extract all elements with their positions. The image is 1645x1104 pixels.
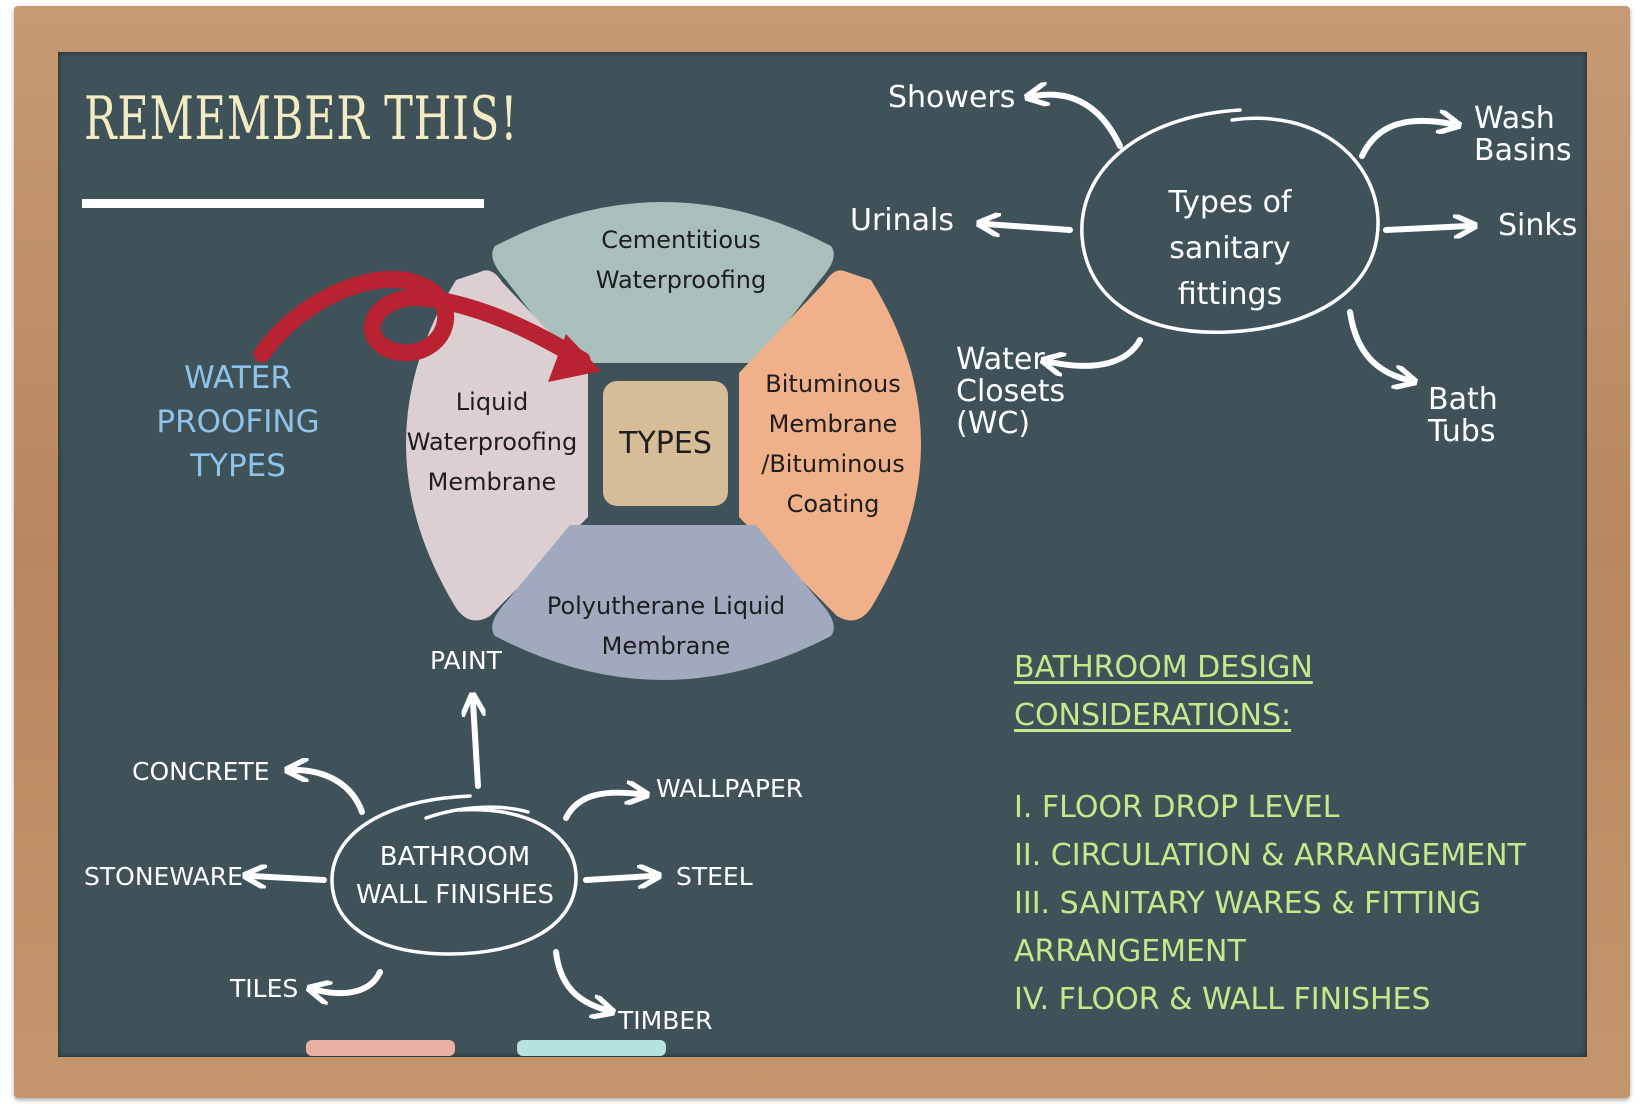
wash-basins-label: Wash Basins bbox=[1474, 101, 1572, 168]
urinals-label: Urinals bbox=[850, 203, 954, 238]
finishes-center-label: BATHROOM WALL FINISHES bbox=[355, 842, 555, 910]
title-underline bbox=[82, 199, 484, 208]
considerations-heading: BATHROOM DESIGN CONSIDERATIONS: bbox=[1014, 650, 1313, 733]
consideration-item: IV. FLOOR & WALL FINISHES bbox=[1014, 982, 1431, 1017]
consideration-item: ARRANGEMENT bbox=[1014, 934, 1246, 969]
stoneware-label: STONEWARE bbox=[84, 862, 243, 891]
chalk-teal bbox=[517, 1040, 666, 1056]
chalk-pink bbox=[306, 1040, 455, 1056]
arrow-wash-basins bbox=[1359, 121, 1452, 159]
arrow-showers bbox=[1034, 95, 1123, 149]
paint-label: PAINT bbox=[430, 646, 502, 675]
arrow-paint bbox=[473, 702, 478, 789]
timber-label: TIMBER bbox=[618, 1006, 713, 1035]
sanitary-oval bbox=[1080, 108, 1380, 334]
petal-polyutherane bbox=[492, 525, 834, 680]
types-center-label: TYPES bbox=[619, 426, 712, 461]
arrow-timber bbox=[553, 949, 606, 1010]
cementitious-label: Cementitious Waterproofing bbox=[595, 226, 767, 294]
red-arrowhead bbox=[548, 334, 601, 382]
consideration-item: II. CIRCULATION & ARRANGEMENT bbox=[1014, 838, 1526, 873]
tiles-label: TILES bbox=[230, 974, 299, 1003]
showers-label: Showers bbox=[888, 80, 1016, 115]
arrow-bath-tubs bbox=[1347, 309, 1408, 380]
petal-bituminous bbox=[739, 270, 921, 621]
arrow-wallpaper bbox=[563, 793, 640, 821]
arrow-steel bbox=[583, 876, 652, 880]
arrow-urinals bbox=[986, 224, 1073, 230]
liquid-membrane-label: Liquid Waterproofing Membrane bbox=[406, 388, 578, 496]
petal-cementitious bbox=[492, 202, 834, 363]
page-title: REMEMBER THIS! bbox=[84, 84, 519, 154]
water-closets-label: Water Closets (WC) bbox=[956, 342, 1066, 441]
sinks-label: Sinks bbox=[1498, 208, 1578, 243]
arrow-stoneware bbox=[252, 876, 327, 880]
finishes-oval-inner-stroke bbox=[424, 805, 530, 820]
steel-label: STEEL bbox=[676, 862, 753, 891]
bath-tubs-label: Bath Tubs bbox=[1428, 382, 1498, 449]
sanitary-center-label: Types of sanitary fittings bbox=[1168, 185, 1292, 312]
considerations-list: I. FLOOR DROP LEVEL II. CIRCULATION & AR… bbox=[1014, 784, 1526, 1024]
consideration-item: III. SANITARY WARES & FITTING bbox=[1014, 886, 1481, 921]
arrow-concrete bbox=[294, 770, 365, 815]
red-arrow bbox=[253, 270, 591, 369]
types-center-box bbox=[603, 381, 728, 506]
wallpaper-label: WALLPAPER bbox=[656, 774, 804, 803]
consideration-item: I. FLOOR DROP LEVEL bbox=[1014, 790, 1340, 825]
bituminous-label: Bituminous Membrane /Bituminous Coating bbox=[761, 370, 905, 518]
finishes-oval bbox=[330, 794, 578, 956]
arrow-tiles bbox=[316, 969, 383, 993]
arrow-water-closets bbox=[1050, 337, 1143, 366]
petal-liquid-membrane bbox=[406, 270, 588, 621]
water-proofing-types-label: WATER PROOFING TYPES bbox=[156, 360, 320, 484]
concrete-label: CONCRETE bbox=[132, 757, 270, 786]
arrow-sinks bbox=[1383, 226, 1468, 230]
polyutherane-label: Polyutherane Liquid Membrane bbox=[546, 592, 786, 660]
